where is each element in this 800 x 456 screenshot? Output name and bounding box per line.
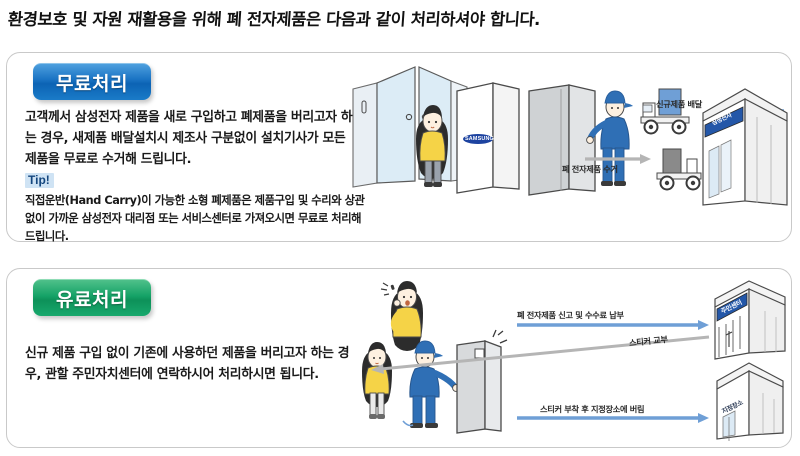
sticker-issue-arrow-left	[371, 335, 710, 374]
free-processing-description: 고객께서 삼성전자 제품을 새로 구입하고 폐제품을 버리고자 하는 경우, 새…	[25, 110, 353, 167]
flow-label-new-product-delivery: 신규제품 배달	[656, 99, 702, 109]
customer-woman-figure	[416, 105, 448, 187]
community-center-building-graphic	[714, 280, 786, 360]
free-processing-badge: 무료처리	[33, 63, 151, 100]
samsung-store-graphic	[702, 88, 788, 206]
paid-processing-badge: 유료처리	[33, 279, 151, 316]
designated-place-building-graphic	[716, 362, 784, 441]
customer-woman-standing-figure	[362, 342, 392, 419]
page-title: 환경보호 및 자원 재활용을 위해 폐 전자제품은 다음과 같이 처리하셔야 합…	[7, 10, 541, 29]
paid-processing-panel: 유료처리 신규 제품 구입 없이 기존에 사용하던 제품을 버리고자 하는 경우…	[6, 268, 792, 448]
discarded-appliance-graphic	[456, 329, 508, 434]
free-processing-illustration: 신규제품 배달 폐 전자제품 수거 삼성전자 SAMSUNG	[347, 55, 791, 241]
flow-label-report-and-fee: 폐 전자제품 신고 및 수수료 납부	[517, 310, 624, 320]
delivery-truck-graphic	[640, 88, 690, 135]
paid-illustration-svg	[362, 280, 786, 441]
tip-label: Tip!	[25, 173, 54, 188]
flow-label-waste-collection: 폐 전자제품 수거	[562, 164, 618, 174]
worker-moving-appliance-figure	[402, 340, 460, 428]
tip-text: 직접운반(Hand Carry)이 가능한 소형 폐제품은 제품구입 및 수리와…	[25, 194, 365, 243]
installation-worker-figure	[586, 90, 633, 186]
collection-truck-graphic	[656, 148, 702, 191]
fridge-brand-label: SAMSUNG	[465, 136, 494, 142]
new-refrigerator-graphic	[456, 82, 520, 194]
paid-processing-illustration: 폐 전자제품 신고 및 수수료 납부 스티커 교부 스티커 부착 후 지정장소에…	[357, 275, 791, 447]
dispose-arrow-right	[517, 413, 709, 423]
free-processing-panel: 무료처리 고객께서 삼성전자 제품을 새로 구입하고 폐제품을 버리고자 하는 …	[6, 52, 792, 243]
flow-label-dispose-at-place: 스티커 부착 후 지정장소에 버림	[540, 404, 645, 414]
tip-block: Tip! 직접운반(Hand Carry)이 가능한 소형 폐제품은 제품구입 …	[25, 171, 370, 246]
free-illustration-svg	[352, 66, 788, 206]
paid-processing-description: 신규 제품 구입 없이 기존에 사용하던 제품을 버리고자 하는 경우, 관할 …	[25, 346, 350, 382]
woman-on-phone-figure	[380, 281, 423, 351]
report-fee-arrow-right	[517, 320, 709, 330]
collection-arrow-right	[585, 154, 651, 164]
old-refrigerator-graphic	[528, 84, 596, 196]
